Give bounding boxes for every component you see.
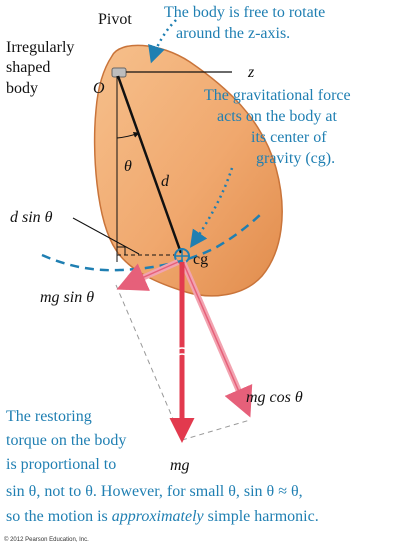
final-line-prefix: so the motion is (6, 508, 112, 525)
copyright-notice: © 2012 Pearson Education, Inc. (4, 536, 89, 543)
d-label: d (161, 173, 170, 190)
gravity-note-line-2: acts on the body at (217, 108, 338, 125)
gravity-note-line-1: The gravitational force (204, 87, 351, 104)
theta-arc (116, 132, 140, 139)
d-sin-theta-label: d sin θ (10, 209, 53, 226)
restoring-note-line-4: sin θ, not to θ. However, for small θ, s… (6, 483, 303, 500)
restoring-note-line-5: so the motion is approximately simple ha… (6, 508, 319, 525)
theta-label: θ (124, 158, 132, 175)
component-construction-2 (181, 419, 251, 441)
gravity-note-line-3: its center of (251, 129, 327, 146)
mg-label: mg (170, 457, 190, 474)
body-label-line-3: body (6, 80, 38, 97)
gravity-note-leader (189, 167, 234, 248)
mg-sin-theta-label: mg sin θ (40, 289, 94, 306)
z-axis-label: z (247, 64, 255, 81)
rotation-indicator (148, 19, 177, 64)
d-line (116, 75, 183, 254)
right-angle-marker (117, 246, 126, 255)
body-label-line-1: Irregularly (6, 39, 74, 56)
final-line-suffix: simple harmonic. (204, 508, 319, 525)
component-construction-1 (115, 284, 183, 441)
restoring-note-line-3: is proportional to (6, 456, 116, 473)
rotation-note-line-1: The body is free to rotate (164, 4, 325, 21)
gravity-note-line-4: gravity (cg). (256, 150, 335, 167)
mg-cos-theta-label: mg cos θ (246, 389, 303, 406)
pivot-label: Pivot (98, 11, 132, 28)
mg-sin-theta-arrow-core (125, 261, 179, 286)
restoring-note-line-1: The restoring (6, 408, 92, 425)
final-line-emphasis: approximately (112, 508, 205, 525)
origin-label: O (93, 80, 105, 97)
rotation-note-line-2: around the z-axis. (176, 25, 290, 42)
cg-label: cg (193, 251, 208, 268)
mg-arrow-squiggle (175, 347, 189, 357)
d-sin-theta-leader (72, 217, 140, 255)
restoring-note-line-2: torque on the body (6, 432, 126, 449)
body-label-line-2: shaped (6, 59, 50, 76)
mg-cos-theta-arrow-core (182, 261, 247, 409)
